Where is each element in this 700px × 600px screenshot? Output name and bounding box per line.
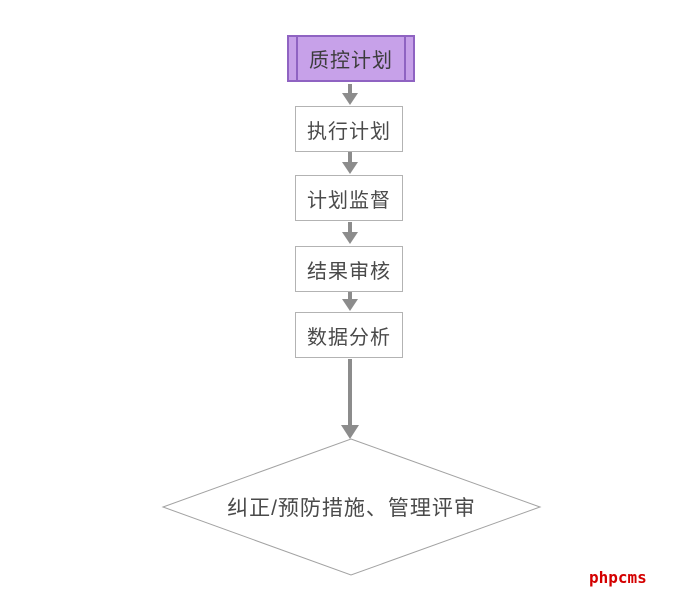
arrow-execute-to-supervision [342,152,358,174]
decision-diamond-shape [161,438,542,576]
node-decision: 纠正/预防措施、管理评审 [163,494,540,520]
node-execute-plan-label: 执行计划 [307,120,391,143]
arrow-analysis-to-decision [341,359,359,439]
node-execute-plan: 执行计划 [295,106,403,152]
predefined-inner-line-right [404,37,406,80]
node-plan-supervision-label: 计划监督 [307,189,391,212]
node-data-analysis: 数据分析 [295,312,403,358]
node-qc-plan-label: 质控计划 [309,50,393,72]
predefined-inner-line-left [296,37,298,80]
arrow-qcplan-to-execute [342,84,358,105]
phpcms-watermark: phpcms [589,568,647,587]
node-result-review-label: 结果审核 [307,260,391,283]
arrow-supervision-to-review [342,222,358,244]
node-result-review: 结果审核 [295,246,403,292]
node-data-analysis-label: 数据分析 [307,326,391,349]
node-plan-supervision: 计划监督 [295,175,403,221]
node-qc-plan: 质控计划 [287,35,415,82]
node-decision-label: 纠正/预防措施、管理评审 [227,497,476,520]
arrow-review-to-analysis [342,292,358,311]
